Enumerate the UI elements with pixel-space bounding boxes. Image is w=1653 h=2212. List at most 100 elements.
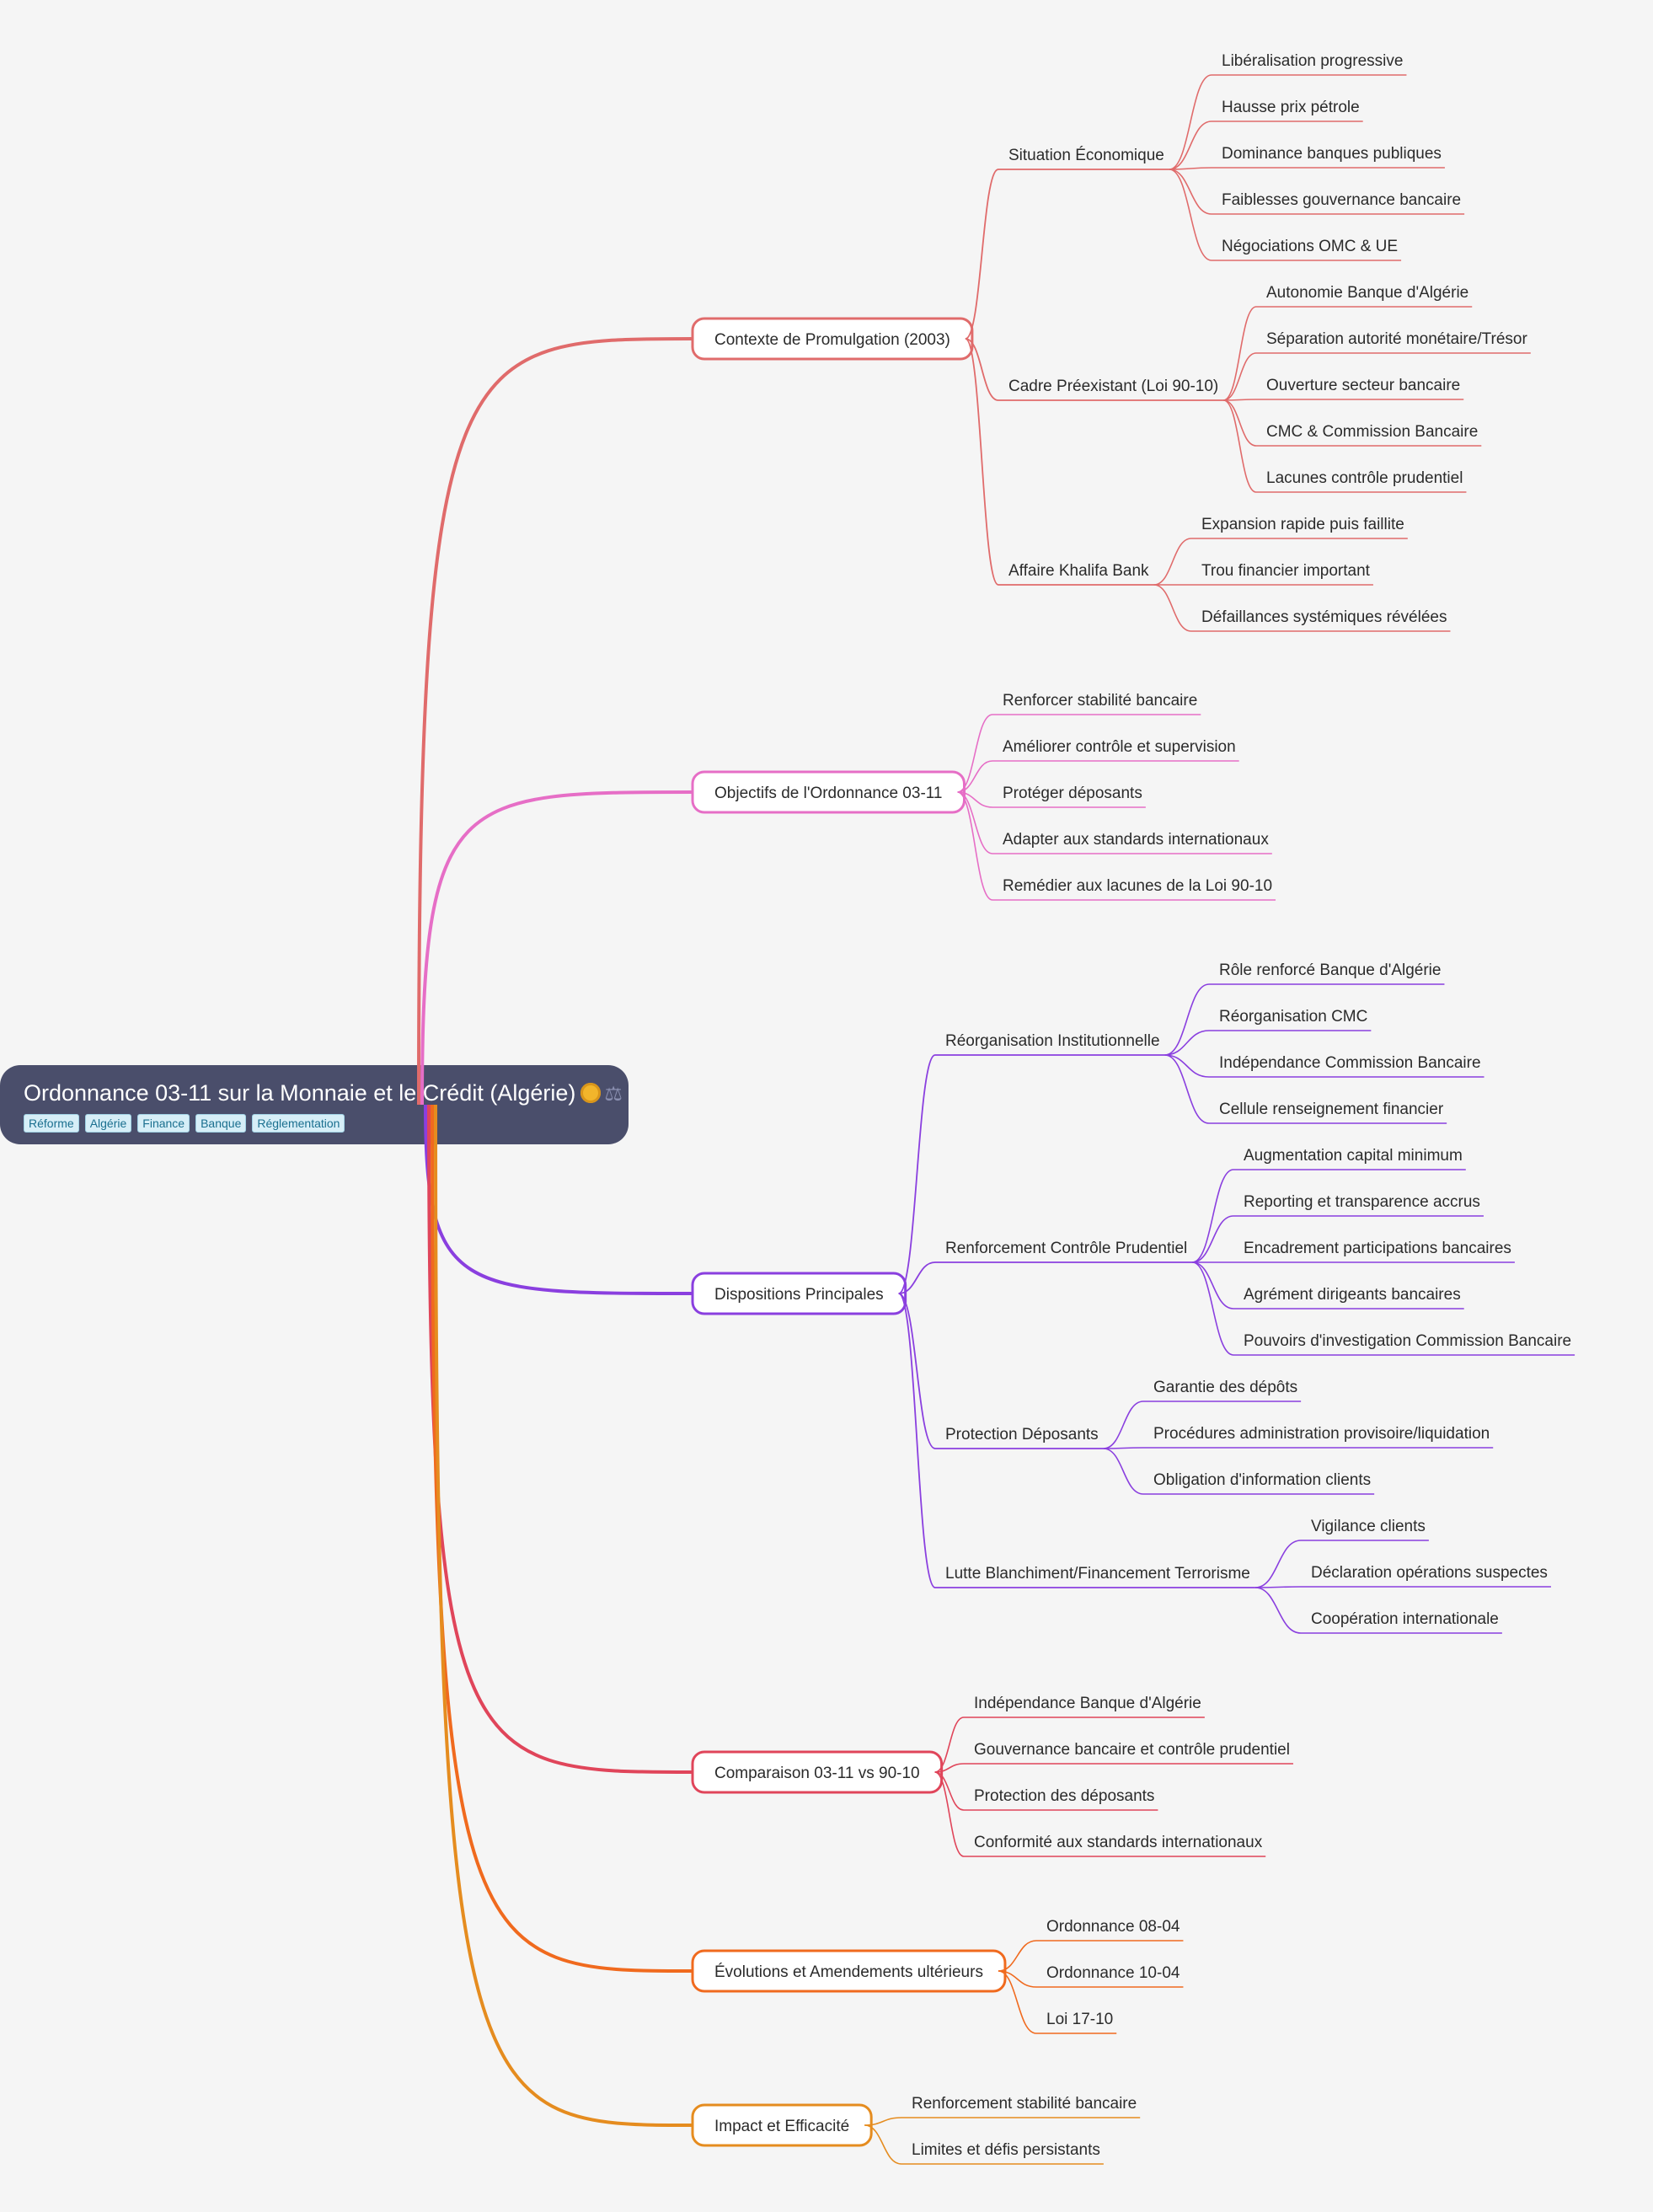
connector-line xyxy=(957,791,993,901)
leaf-node[interactable]: Procédures administration provisoire/liq… xyxy=(1153,1425,1490,1443)
tag[interactable]: Réglementation xyxy=(252,1114,345,1133)
leaf-node[interactable]: Remédier aux lacunes de la Loi 90-10 xyxy=(1003,877,1272,895)
balance-scale-icon: ⚖ xyxy=(604,1083,623,1106)
leaf-node[interactable]: Expansion rapide puis faillite xyxy=(1201,516,1404,533)
connector-line xyxy=(965,338,999,401)
branch-node-label[interactable]: Évolutions et Amendements ultérieurs xyxy=(714,1963,983,1981)
branch-node-label[interactable]: Dispositions Principales xyxy=(714,1286,884,1304)
connector-line xyxy=(1153,538,1192,586)
leaf-node[interactable]: Ouverture secteur bancaire xyxy=(1266,377,1460,394)
leaf-node[interactable]: Déclaration opérations suspectes xyxy=(1311,1564,1548,1582)
leaf-node[interactable]: Hausse prix pétrole xyxy=(1222,99,1360,116)
connector-line xyxy=(1222,306,1257,401)
connector-line xyxy=(934,1771,965,1857)
connector-line xyxy=(1164,1030,1210,1056)
sub-topic-label[interactable]: Situation Économique xyxy=(1008,147,1164,164)
branch-connector xyxy=(420,790,693,1106)
leaf-node[interactable]: Améliorer contrôle et supervision xyxy=(1003,738,1236,756)
sub-topic-label[interactable]: Renforcement Contrôle Prudentiel xyxy=(945,1240,1187,1257)
sub-topic-label[interactable]: Lutte Blanchiment/Financement Terrorisme xyxy=(945,1565,1250,1583)
leaf-node[interactable]: Indépendance Commission Bancaire xyxy=(1219,1054,1481,1072)
connector-line xyxy=(934,1717,965,1773)
connector-line xyxy=(998,1970,1037,1988)
leaf-node[interactable]: Encadrement participations bancaires xyxy=(1244,1240,1511,1257)
connector-line xyxy=(864,2124,902,2165)
connector-line xyxy=(1222,399,1257,493)
connector-line xyxy=(1153,584,1192,632)
connector-line xyxy=(1164,1054,1210,1124)
leaf-node[interactable]: Renforcer stabilité bancaire xyxy=(1003,692,1197,710)
branch-connector xyxy=(427,1104,693,1774)
leaf-node[interactable]: Limites et défis persistants xyxy=(912,2141,1100,2159)
leaf-node[interactable]: Négociations OMC & UE xyxy=(1222,238,1398,255)
branch-connector xyxy=(424,1104,693,1295)
tag[interactable]: Algérie xyxy=(84,1114,132,1133)
leaf-node[interactable]: Trou financier important xyxy=(1201,562,1371,580)
central-topic[interactable]: Ordonnance 03-11 sur la Monnaie et le Cr… xyxy=(0,1065,629,1144)
tag[interactable]: Réforme xyxy=(24,1114,79,1133)
leaf-node[interactable]: Protection des déposants xyxy=(974,1787,1154,1805)
branch-node-box[interactable] xyxy=(691,1949,1007,1993)
leaf-node[interactable]: Loi 17-10 xyxy=(1046,2011,1113,2028)
tag[interactable]: Finance xyxy=(137,1114,190,1133)
tag[interactable]: Banque xyxy=(195,1114,247,1133)
connector-line xyxy=(1223,399,1257,401)
leaf-node[interactable]: Défaillances systémiques révélées xyxy=(1201,608,1447,626)
connector-line xyxy=(965,169,999,340)
branch-node-box[interactable] xyxy=(691,1272,907,1315)
connector-line xyxy=(1103,1448,1144,1495)
branch-node-label[interactable]: Contexte de Promulgation (2003) xyxy=(714,331,950,349)
leaf-node[interactable]: Libéralisation progressive xyxy=(1222,52,1403,70)
connector-line xyxy=(1223,399,1257,447)
connector-line xyxy=(1223,352,1257,401)
connector-line xyxy=(1192,1215,1234,1263)
leaf-node[interactable]: Augmentation capital minimum xyxy=(1244,1147,1463,1165)
leaf-node[interactable]: Rôle renforcé Banque d'Algérie xyxy=(1219,961,1441,979)
branch-node-box[interactable] xyxy=(691,317,974,361)
leaf-node[interactable]: Agrément dirigeants bancaires xyxy=(1244,1286,1461,1304)
leaf-node[interactable]: Adapter aux standards internationaux xyxy=(1003,831,1269,849)
leaf-node[interactable]: Reporting et transparence accrus xyxy=(1244,1193,1480,1211)
tag-list: Réforme Algérie Finance Banque Réglement… xyxy=(24,1114,605,1133)
leaf-node[interactable]: Vigilance clients xyxy=(1311,1518,1426,1535)
connector-line xyxy=(998,1940,1037,1972)
sub-topic-label[interactable]: Cadre Préexistant (Loi 90-10) xyxy=(1008,378,1218,395)
leaf-node[interactable]: Pouvoirs d'investigation Commission Banc… xyxy=(1244,1332,1571,1350)
leaf-node[interactable]: Conformité aux standards internationaux xyxy=(974,1834,1263,1851)
sub-topic-label[interactable]: Affaire Khalifa Bank xyxy=(1008,562,1149,580)
leaf-node[interactable]: Coopération internationale xyxy=(1311,1610,1499,1628)
leaf-node[interactable]: Obligation d'information clients xyxy=(1153,1471,1371,1489)
leaf-node[interactable]: Réorganisation CMC xyxy=(1219,1008,1367,1026)
leaf-node[interactable]: Garantie des dépôts xyxy=(1153,1379,1297,1396)
connector-line xyxy=(1192,1261,1234,1310)
branch-node-box[interactable] xyxy=(691,1750,944,1794)
sub-topic-label[interactable]: Protection Déposants xyxy=(945,1426,1099,1443)
leaf-node[interactable]: Ordonnance 08-04 xyxy=(1046,1918,1180,1936)
leaf-node[interactable]: Indépendance Banque d'Algérie xyxy=(974,1695,1201,1712)
leaf-node[interactable]: Dominance banques publiques xyxy=(1222,145,1442,163)
leaf-node[interactable]: Ordonnance 10-04 xyxy=(1046,1964,1180,1982)
connector-line xyxy=(1169,167,1212,170)
connector-line xyxy=(864,2117,902,2126)
leaf-node[interactable]: Protéger déposants xyxy=(1003,785,1142,802)
leaf-node[interactable]: Lacunes contrôle prudentiel xyxy=(1266,469,1463,487)
sub-topic-label[interactable]: Réorganisation Institutionnelle xyxy=(945,1032,1160,1050)
leaf-node[interactable]: Faiblesses gouvernance bancaire xyxy=(1222,191,1461,209)
connector-line xyxy=(1164,1054,1210,1078)
branch-node-label[interactable]: Impact et Efficacité xyxy=(714,2118,849,2135)
connector-line xyxy=(998,1970,1037,2034)
connector-line xyxy=(1169,74,1212,170)
central-topic-title: Ordonnance 03-11 sur la Monnaie et le Cr… xyxy=(24,1079,623,1109)
connector-line xyxy=(1103,1401,1144,1449)
leaf-node[interactable]: Cellule renseignement financier xyxy=(1219,1101,1444,1118)
branch-connector xyxy=(417,337,693,1106)
leaf-node[interactable]: CMC & Commission Bancaire xyxy=(1266,423,1478,441)
branch-node-label[interactable]: Comparaison 03-11 vs 90-10 xyxy=(714,1765,920,1782)
leaf-node[interactable]: Gouvernance bancaire et contrôle prudent… xyxy=(974,1741,1290,1759)
connector-line xyxy=(1192,1169,1234,1263)
branch-node-label[interactable]: Objectifs de l'Ordonnance 03-11 xyxy=(714,785,943,802)
leaf-node[interactable]: Autonomie Banque d'Algérie xyxy=(1266,284,1468,302)
leaf-node[interactable]: Renforcement stabilité bancaire xyxy=(912,2095,1137,2113)
leaf-node[interactable]: Séparation autorité monétaire/Trésor xyxy=(1266,330,1527,348)
branch-node-box[interactable] xyxy=(691,770,966,814)
